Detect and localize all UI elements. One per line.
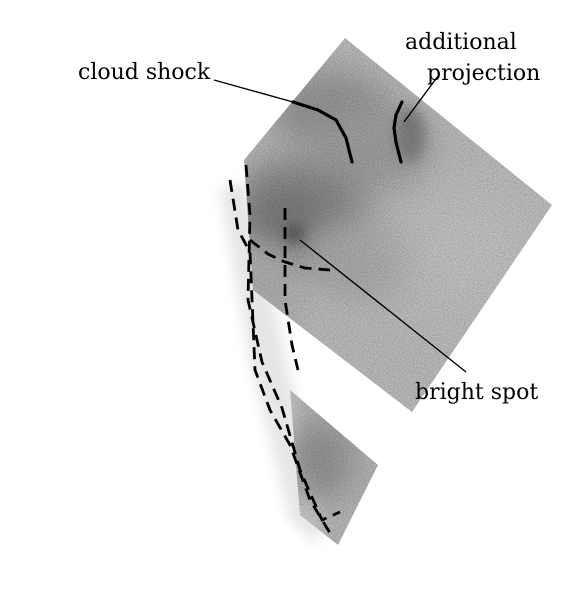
label-projection: projection	[427, 61, 540, 86]
label-additional: additional	[405, 30, 517, 55]
label-bright-spot: bright spot	[415, 380, 538, 405]
label-cloud-shock: cloud shock	[78, 60, 211, 85]
